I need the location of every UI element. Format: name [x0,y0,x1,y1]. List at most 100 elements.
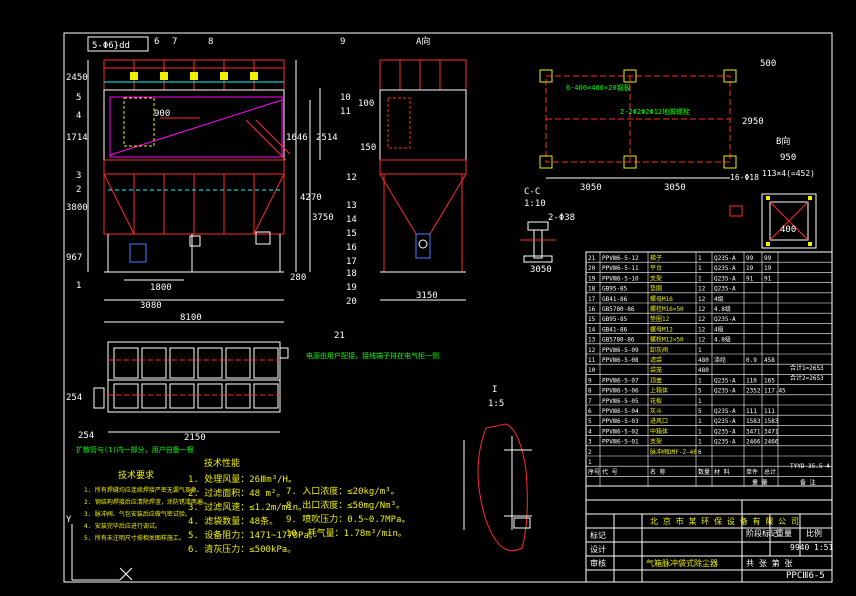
callout-5: 5 [76,93,81,103]
dim-150: 1646 [286,133,308,143]
front-view [87,59,321,323]
svg-text:3. 脉冲阀、气包安装后应做气密试验。: 3. 脉冲阀、气包安装后应做气密试验。 [84,510,191,518]
bom-cell: 99 [746,255,754,262]
bom-header-cell: 代 号 [602,468,618,476]
dim-3050-a: 3050 [580,183,602,193]
svg-text:PPCⅢ6-5: PPCⅢ6-5 [786,571,825,581]
dim-4270: 4270 [300,193,322,203]
bom-cell: Q235-A [714,275,736,282]
callout-6: 6 [154,37,159,47]
bom-cell: 19 [746,265,754,272]
bom-side-note: TYYD-35.5-4 [790,463,830,470]
bom-cell: 458 [764,357,775,364]
bom-cell: 19 [764,265,772,272]
plan-view [93,341,289,433]
svg-text:3. 过滤风速：≤1.2m/min。: 3. 过滤风速：≤1.2m/min。 [188,501,307,513]
bom-cell: 进风口 [650,417,668,425]
callout-18: 18 [346,269,357,279]
bom-cell: 12 [698,337,706,344]
bom-cell: 5 [698,388,702,395]
bom-cell: 支架 [650,274,662,282]
bom-cell: 1 [698,377,702,384]
bom-cell: PPVⅢ6-5-06 [602,388,639,395]
dim-950: 950 [780,153,796,163]
bom-header2-cell: 重 量 [752,478,768,486]
bom-cell: 12 [698,286,706,293]
bom-cell: 1 [698,255,702,262]
dim-280: 280 [290,273,306,283]
bom-cell: 7 [588,398,592,405]
bom-cell: GB5780-86 [602,337,635,344]
bom-header-cell: 材 料 [714,468,730,476]
bom-cell: GB41-86 [602,296,628,303]
cc-scale: 1:10 [524,199,546,209]
dim-3750: 3750 [312,213,334,223]
svg-text:2. 钢结构焊接后应清除焊渣，涂防锈漆两遍。: 2. 钢结构焊接后应清除焊渣，涂防锈漆两遍。 [84,498,209,506]
bom-header-cell: 名 称 [650,468,666,476]
bom-cell: 2466 [764,439,779,446]
side-view [379,59,467,301]
bom-cell: 99 [764,255,772,262]
note-pipe: 扩散管与(1)内一部分，用户自备一根 [76,445,194,454]
bom-cell: Q235-A [714,255,736,262]
bom-cell: 支架 [650,438,662,446]
bom-cell: 12 [698,306,706,313]
bom-cell: 4.8级 [714,305,731,313]
dim-290: 500 [760,59,776,69]
bom-cell: 1 [698,275,702,282]
bom-cell: 4 [588,428,592,435]
bom-cell: 螺栓M16×50 [650,305,684,313]
bom-cell: 13 [588,337,596,344]
callout-17: 17 [346,257,357,267]
svg-text:2. 过滤面积：48 m²。: 2. 过滤面积：48 m²。 [188,487,285,499]
callout-13: 13 [346,201,357,211]
bom-cell: 中箱体 [650,427,668,435]
callout-4: 4 [76,111,81,121]
tech-requirements: 技术要求 1. 所有焊缝均应连续焊接严密无漏气现象。 2. 钢结构焊接后应清除焊… [84,469,209,542]
bom-cell: 18 [588,286,596,293]
detail-i-scale: 1:5 [488,399,504,409]
callout-16: 16 [346,243,357,253]
svg-text:5. 设备阻力：1471~1770Pa。: 5. 设备阻力：1471~1770Pa。 [188,529,318,541]
dim-8100: 8100 [180,313,202,323]
bom-cell: 12 [588,347,596,354]
dim-2514: 2514 [316,133,338,143]
svg-text:设计: 设计 [590,544,606,554]
bom-cell: 4.8级 [714,336,731,344]
bom-cell: 1 [698,428,702,435]
cc-section [520,221,556,263]
bom-cell: Q235-A [714,428,736,435]
dim-100: 100 [358,99,374,109]
ucs-icon: Y X [66,515,133,581]
svg-text:技术要求: 技术要求 [118,469,154,481]
dim-3800: 3800 [66,203,88,213]
bom-cell: 12 [698,326,706,333]
detail-i [463,423,532,552]
callout-15: 15 [346,229,357,239]
bom-cell: 12 [698,316,706,323]
callout-19: 19 [346,283,357,293]
bom-header-cell: 序号 [588,468,600,476]
callout-8: 8 [208,37,213,47]
bom-cell: 4级 [714,325,724,333]
bom-cell: 卸灰阀 [650,346,668,354]
foundation-plan [539,69,737,179]
svg-text:4. 安装完毕后应进行调试。: 4. 安装完毕后应进行调试。 [84,522,161,530]
svg-text:Y: Y [66,515,72,525]
b-view-flange [729,193,817,249]
svg-text:1. 所有焊缝均应连续焊接严密无漏气现象。: 1. 所有焊缝均应连续焊接严密无漏气现象。 [84,486,203,494]
bom-cell: 1 [698,418,702,425]
bom-cell: 1 [588,459,592,466]
svg-text:10. 耗气量：1.78m³/min。: 10. 耗气量：1.78m³/min。 [286,527,407,539]
bom-cell: 灰斗 [650,407,662,415]
svg-text:7. 入口浓度：≤20kg/m³。: 7. 入口浓度：≤20kg/m³。 [286,485,400,497]
svg-text:阶段标记: 阶段标记 [746,528,778,538]
code-box [87,36,149,52]
tech-specs: 技术性能 1. 处理风量：26Ⅲm³/H。 2. 过滤面积：48 m²。 3. … [188,457,410,555]
bom-cell: GB5780-86 [602,306,635,313]
callout-12: 12 [346,173,357,183]
note-electrical: 电源由用户配接，接线端子排在电气柜一侧 [306,351,439,360]
svg-text:技术性能: 技术性能 [204,457,240,469]
bom-cell: Q235-A [714,388,736,395]
